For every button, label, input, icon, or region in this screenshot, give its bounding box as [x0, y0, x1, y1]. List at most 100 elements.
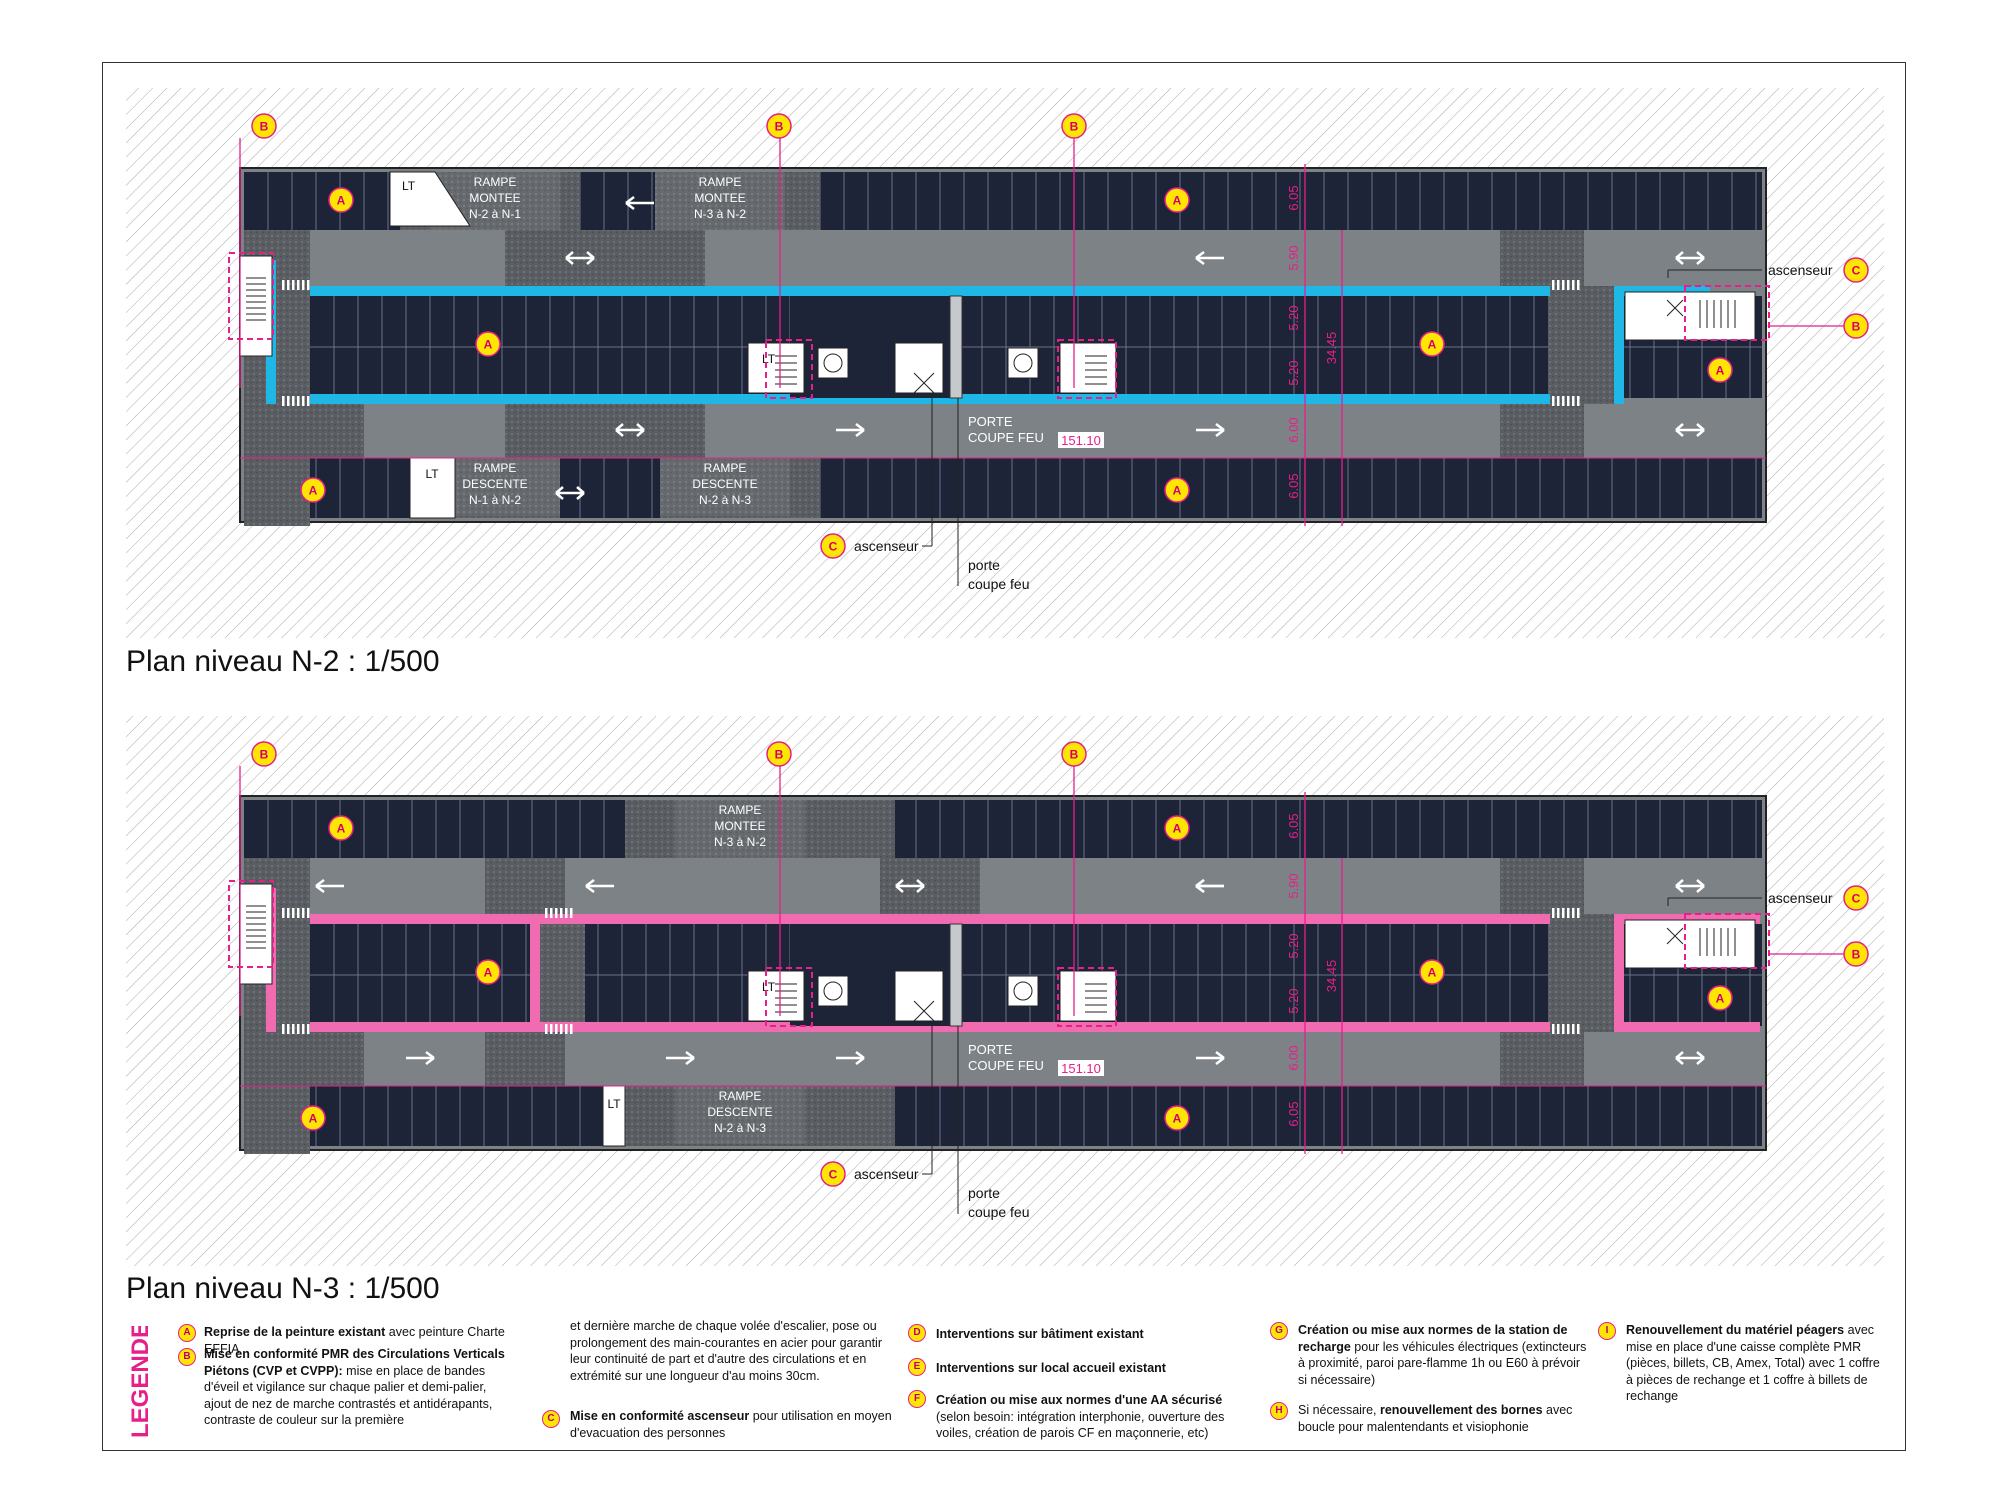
lt-label: LT [762, 980, 776, 994]
textured-zone [660, 458, 820, 518]
textured-zone [244, 1032, 364, 1086]
pmr-zone-outline [1684, 913, 1770, 969]
marker-b-icon [766, 113, 792, 139]
elevator-callout: ascenseur [1768, 262, 1833, 278]
direction-arrow-icon [666, 1051, 695, 1065]
marker-b-icon [1061, 741, 1087, 767]
direction-arrow-icon [565, 251, 595, 265]
marker-a-icon-letter: A [484, 338, 493, 352]
direction-arrow-icon [836, 1051, 865, 1065]
badge-a-icon: A [178, 1324, 196, 1342]
badge-f-icon: F [908, 1390, 926, 1408]
elevator-cross-icon [1666, 927, 1684, 945]
coupe-feu-label: COUPE FEU [968, 430, 1044, 445]
ramp-zone [675, 1086, 805, 1144]
ramp-label: RAMPE [474, 175, 517, 189]
direction-arrow-icon [585, 879, 614, 893]
length-box [1058, 1060, 1104, 1076]
door-callout: porte [968, 557, 1000, 573]
fan-circle-icon-2 [1013, 353, 1033, 373]
marker-b-icon [251, 113, 277, 139]
total-width-label: 34.45 [1324, 332, 1339, 365]
textured-zone [485, 1032, 565, 1086]
direction-arrow-icon [1675, 423, 1705, 437]
total-width-label: 34.45 [1324, 960, 1339, 993]
direction-arrow-icon [555, 486, 585, 500]
marker-a-icon [328, 187, 354, 213]
textured-zone [655, 172, 820, 230]
pedestrian-circulation-mid [530, 914, 540, 1032]
marker-a-icon [300, 1105, 326, 1131]
marker-a-icon [1164, 1105, 1190, 1131]
dimension-label: 6.00 [1286, 1045, 1301, 1070]
dimension-label: 5.20 [1286, 305, 1301, 330]
marker-a-icon-letter: A [1716, 992, 1725, 1006]
marker-c-icon [820, 1161, 846, 1187]
badge-g-icon: G [1270, 1322, 1288, 1340]
marker-a-icon-letter: A [1173, 194, 1182, 208]
marker-a-icon [328, 815, 354, 841]
coupe-feu-label: COUPE FEU [968, 1058, 1044, 1073]
ramp-label: N-2 à N-3 [699, 493, 751, 507]
legend-title: LEGENDE [127, 1326, 154, 1438]
ramp-label: N-3 à N-2 [714, 835, 766, 849]
pedestrian-circulation-right [1614, 914, 1624, 1032]
direction-arrow-icon [625, 196, 654, 210]
marker-b-icon [1843, 941, 1869, 967]
marker-a-icon-letter: A [309, 484, 318, 498]
textured-zone [1500, 858, 1584, 914]
fan-icon [817, 347, 849, 379]
marker-b-icon-letter: B [1070, 748, 1079, 762]
elevator-callout: ascenseur [1768, 890, 1833, 906]
fire-door-wall [949, 923, 963, 1027]
pmr-zone-outline [1057, 339, 1117, 399]
dimension-label: 5.90 [1286, 873, 1301, 898]
marker-a-icon [1164, 477, 1190, 503]
fire-door-wall [949, 295, 963, 399]
right-elevator-block [1624, 919, 1756, 969]
dimension-label: 6.05 [1286, 813, 1301, 838]
fan-circle-icon [823, 353, 843, 373]
marker-c-icon [1843, 885, 1869, 911]
ramp-label: MONTEE [714, 819, 765, 833]
ramp-label: MONTEE [694, 191, 745, 205]
elevator-cross-icon [913, 1000, 935, 1022]
badge-d-icon: D [908, 1324, 926, 1342]
total-length-label: 151.10 [1061, 433, 1101, 448]
pedestrian-circulation-top [310, 914, 1550, 924]
direction-arrow-icon [406, 1051, 435, 1065]
textured-zone [535, 924, 585, 1026]
dimension-label: 6.05 [1286, 185, 1301, 210]
direction-arrow-icon [836, 423, 865, 437]
fan-icon [817, 975, 849, 1007]
lt-label: LT [402, 179, 416, 193]
marker-b-icon-letter: B [260, 120, 269, 134]
marker-c-icon-letter: C [1852, 264, 1861, 278]
crosswalk-icon [1552, 1024, 1580, 1034]
plan-title-n2: Plan niveau N-2 : 1/500 [126, 645, 440, 678]
crosswalk-icon [1552, 280, 1580, 290]
ramp-label: RAMPE [474, 461, 517, 475]
ramp-zone [675, 800, 805, 858]
pedestrian-circulation-elev-b [1620, 1022, 1760, 1032]
pmr-zone-outline [1057, 967, 1117, 1027]
direction-arrow-icon [1196, 423, 1225, 437]
textured-zone [625, 800, 895, 858]
marker-a-icon [1419, 331, 1445, 357]
marker-a-icon-letter: A [484, 966, 493, 980]
badge-i-icon: I [1598, 1322, 1616, 1340]
length-box [1058, 432, 1104, 448]
textured-zone [244, 404, 364, 458]
ramp-zone [655, 172, 785, 230]
elevator-core [894, 342, 944, 394]
ramp-label: DESCENTE [462, 477, 527, 491]
dimension-label: 5.20 [1286, 360, 1301, 385]
textured-zone [505, 404, 705, 458]
textured-zone [485, 858, 565, 914]
ramp-label: RAMPE [719, 1089, 762, 1103]
marker-a-icon [300, 477, 326, 503]
direction-arrow-icon [1675, 251, 1705, 265]
marker-b-icon-letter: B [260, 748, 269, 762]
dimension-label: 6.00 [1286, 417, 1301, 442]
